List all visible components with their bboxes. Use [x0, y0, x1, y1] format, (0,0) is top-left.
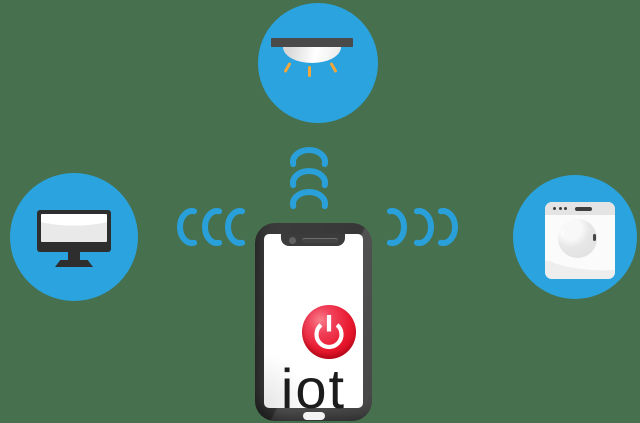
device-node-monitor — [10, 173, 138, 301]
washer-button-dot — [564, 207, 567, 210]
light-ray-center — [308, 66, 311, 77]
power-icon — [302, 305, 356, 359]
phone-screen: iot — [264, 234, 363, 417]
wave-arc — [177, 208, 198, 246]
washer-door-handle — [593, 234, 596, 241]
wave-arc — [202, 208, 223, 246]
smartphone: iot — [255, 223, 372, 421]
signal-waves-top — [290, 147, 328, 210]
monitor-screen — [41, 214, 107, 242]
washer-control-panel — [545, 202, 615, 215]
device-node-light — [258, 3, 378, 123]
phone-notch — [281, 234, 345, 246]
signal-waves-left — [177, 208, 246, 246]
washing-machine-icon — [545, 202, 615, 279]
washer-button-dot — [558, 207, 562, 210]
light-fixture-bar — [271, 38, 353, 47]
device-node-washer — [513, 175, 637, 299]
monitor-stand-neck — [68, 252, 80, 260]
monitor-frame — [37, 210, 111, 252]
iot-label: iot — [280, 357, 347, 420]
washer-door — [558, 219, 597, 258]
wave-arc — [290, 147, 328, 168]
camera-icon — [289, 236, 296, 244]
light-dome — [283, 47, 341, 63]
monitor-stand-base — [55, 260, 93, 267]
wave-arc — [386, 208, 407, 246]
wave-arc — [437, 208, 458, 246]
power-symbol-icon — [314, 315, 344, 350]
washer-detergent-slot — [575, 206, 592, 211]
wave-arc — [225, 208, 246, 246]
home-button — [303, 412, 325, 420]
signal-waves-right — [386, 208, 458, 246]
washer-door-highlight — [560, 230, 564, 236]
wave-arc — [290, 189, 328, 210]
washer-button-dot — [553, 207, 556, 210]
speaker-icon — [302, 237, 338, 243]
wave-arc — [290, 168, 328, 189]
wave-arc — [413, 208, 434, 246]
